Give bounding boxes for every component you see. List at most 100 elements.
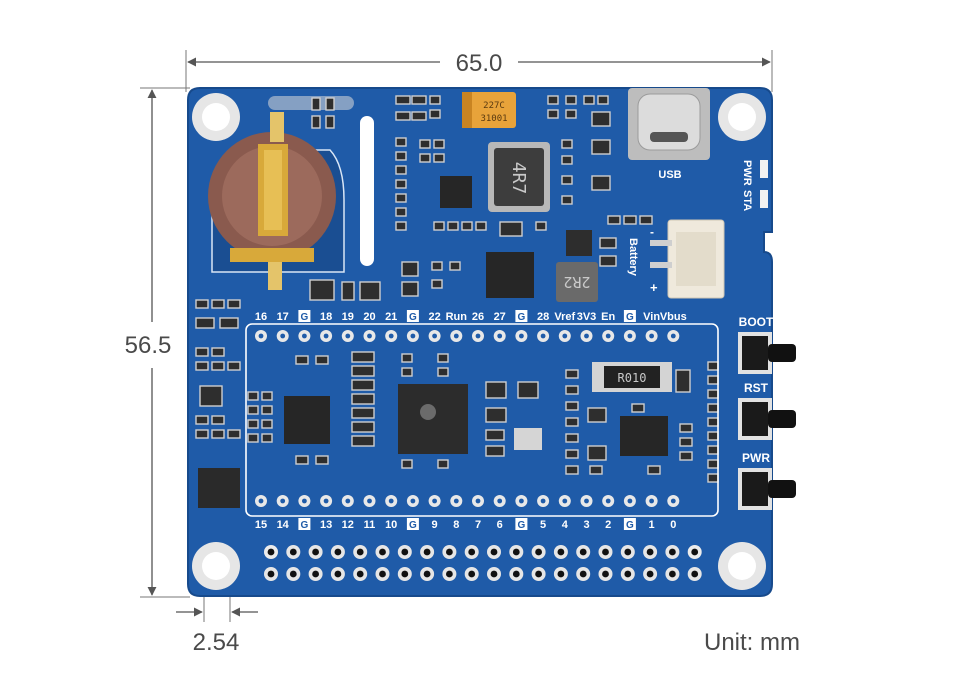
pin-label: 8 xyxy=(453,519,459,531)
smd-part xyxy=(261,391,273,401)
ground-pad-marker xyxy=(515,310,528,322)
ic-charger xyxy=(486,252,534,298)
tantalum-code: 31001 xyxy=(480,114,507,124)
button-rst-actuator[interactable] xyxy=(768,410,796,428)
inductor-2r2-label: 2R2 xyxy=(563,273,590,291)
smd-part xyxy=(429,95,441,105)
pico-pin-hole xyxy=(540,333,546,339)
header-pin-hole xyxy=(624,570,632,578)
pico-pin-hole xyxy=(562,333,568,339)
smd-part xyxy=(565,465,579,475)
smd-part xyxy=(631,403,645,413)
smd-part xyxy=(401,353,413,363)
header-pin-hole xyxy=(289,548,297,556)
crystal xyxy=(514,428,542,450)
pico-pin-row-top xyxy=(255,330,680,342)
smd-part xyxy=(431,279,443,289)
smd-part xyxy=(707,445,719,455)
pin-label: 13 xyxy=(320,519,332,531)
pin-label: 22 xyxy=(428,311,440,323)
smd-part xyxy=(433,139,445,149)
smd-part xyxy=(401,281,419,297)
button-boot-actuator[interactable] xyxy=(768,344,796,362)
smd-part xyxy=(211,429,225,439)
header-pin-hole xyxy=(334,548,342,556)
header-pin-hole xyxy=(312,548,319,556)
smd-part xyxy=(395,111,411,121)
smd-part xyxy=(675,369,691,393)
height-dimension: 56.5 xyxy=(125,87,190,598)
smd-part xyxy=(583,95,595,105)
smd-part xyxy=(325,97,335,111)
smd-part xyxy=(707,389,719,399)
pin-label: 20 xyxy=(363,311,375,323)
pin-label: G xyxy=(409,520,417,531)
header-pin-hole xyxy=(490,570,498,578)
led-sta-label: STA xyxy=(741,190,753,211)
pin-label: 6 xyxy=(497,519,503,531)
header-pin-hole xyxy=(669,548,676,556)
smd-part xyxy=(227,299,241,309)
smd-part xyxy=(315,455,329,465)
smd-part xyxy=(351,407,375,419)
battery-plus: + xyxy=(650,280,658,295)
pin-label: 11 xyxy=(364,519,376,531)
smd-part xyxy=(395,179,407,189)
pico-pin-hole xyxy=(453,333,459,339)
pin-label: 28 xyxy=(537,311,549,323)
pico-pin-hole xyxy=(497,333,503,339)
ground-pad-marker xyxy=(623,518,636,530)
header-pin-hole xyxy=(512,570,520,578)
smd-part xyxy=(485,407,507,423)
battery-connector: Battery - + xyxy=(627,219,725,299)
pin-label: 15 xyxy=(255,519,267,531)
smd-part xyxy=(707,403,719,413)
button-pwr-actuator[interactable] xyxy=(768,480,796,498)
smd-part xyxy=(211,415,225,425)
ic-regulator xyxy=(440,176,472,208)
smd-part xyxy=(561,139,573,149)
header-pin-hole xyxy=(446,570,453,578)
smd-part xyxy=(195,415,209,425)
header-pin-hole xyxy=(646,548,654,556)
smd-part xyxy=(599,237,617,249)
pin-label: En xyxy=(601,311,615,323)
pico-pin-hole xyxy=(323,333,329,339)
pico-pin-hole xyxy=(540,498,546,504)
ground-pad-marker xyxy=(515,518,528,530)
header-pin-hole xyxy=(401,570,409,578)
battery-minus: - xyxy=(650,225,654,239)
header-pin-hole xyxy=(446,548,453,556)
pin-label: 16 xyxy=(255,311,267,323)
smd-part xyxy=(591,139,611,155)
pico-pin-hole xyxy=(323,498,329,504)
pin-label: 18 xyxy=(320,311,332,323)
inductor-4r7: 4R7 xyxy=(488,142,550,212)
header-pin-hole xyxy=(557,548,565,556)
pico-pin-hole xyxy=(410,498,416,504)
pin-label: 2 xyxy=(605,519,611,531)
mounting-hole-bottom-left xyxy=(192,542,240,590)
smd-part xyxy=(351,379,375,391)
rail-outline xyxy=(268,96,354,110)
smd-part xyxy=(429,109,441,119)
inductor-4r7-label: 4R7 xyxy=(508,162,529,195)
smd-part xyxy=(419,139,431,149)
header-pin-hole xyxy=(490,548,498,556)
pitch-dimension: 2.54 xyxy=(176,578,258,656)
pico-pin-hole xyxy=(280,498,286,504)
smd-part xyxy=(351,365,375,377)
pico-pin-hole xyxy=(432,498,437,504)
smd-part xyxy=(199,385,223,407)
smd-part xyxy=(395,193,407,203)
pico-pin-hole xyxy=(410,333,416,339)
board-slot xyxy=(360,116,374,266)
ground-pad-marker xyxy=(298,310,311,322)
pin-label: G xyxy=(409,312,417,323)
smd-part xyxy=(395,95,411,105)
pico-pin-hole xyxy=(388,333,394,339)
pico-pin-hole xyxy=(519,498,524,504)
pin-label: 10 xyxy=(385,519,397,531)
smd-part xyxy=(565,95,577,105)
pico-pin-hole xyxy=(345,333,351,339)
